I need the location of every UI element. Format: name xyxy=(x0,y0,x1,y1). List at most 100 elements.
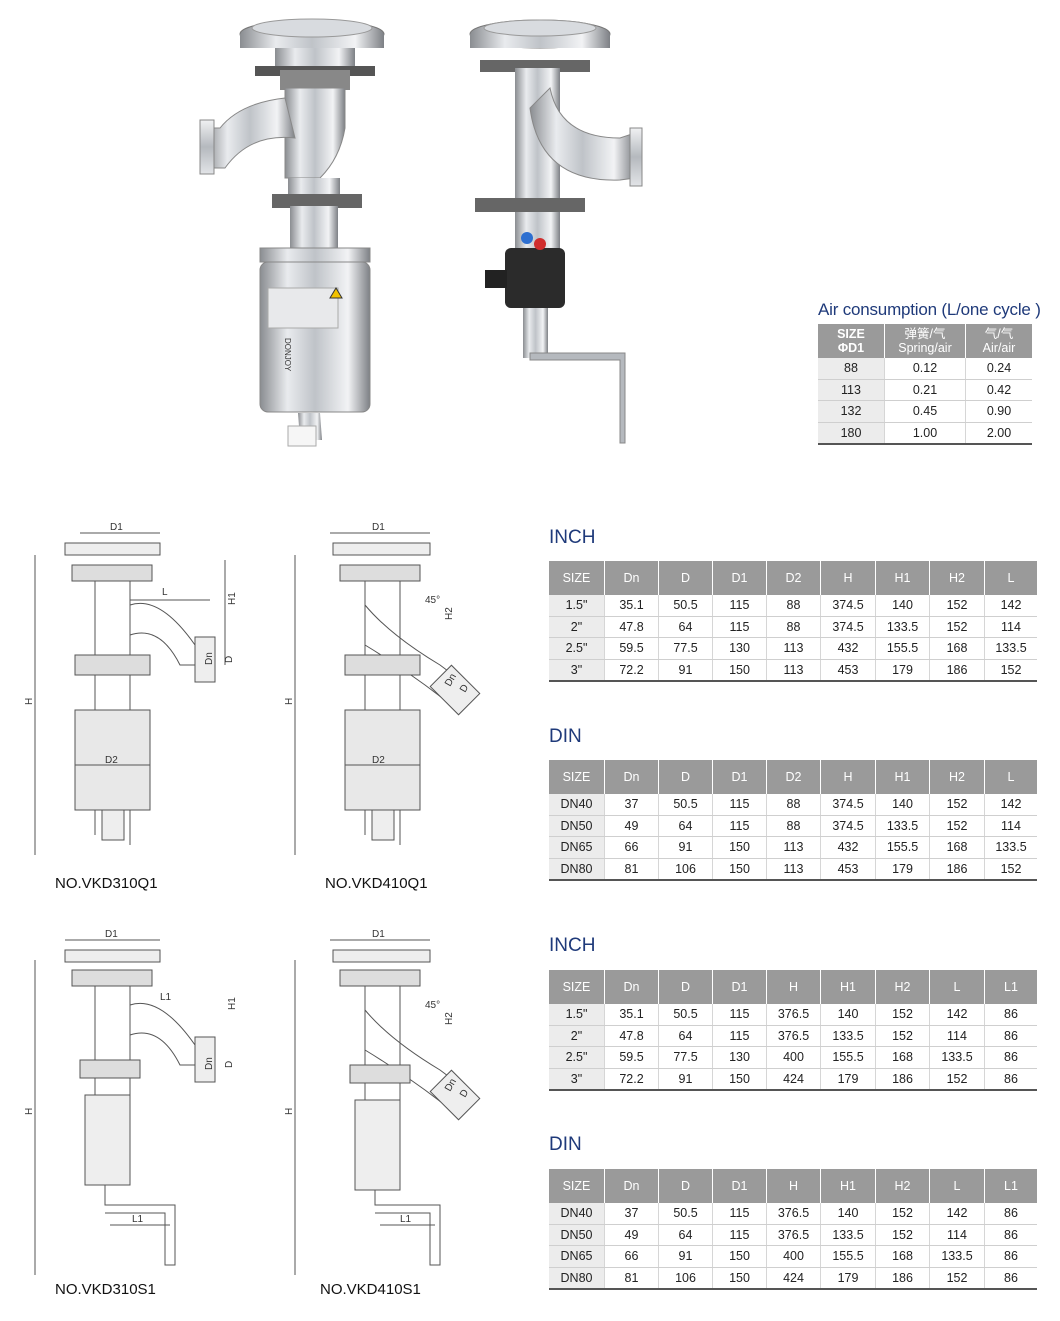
table-cell: 130 xyxy=(712,1046,767,1069)
table-cell: 376.5 xyxy=(766,1203,821,1225)
air-table-cell: 0.24 xyxy=(965,358,1032,380)
table-cell: 152 xyxy=(984,858,1037,881)
table-cell: 72.2 xyxy=(604,659,659,682)
table-cell: 81 xyxy=(604,858,659,881)
table-cell: 152 xyxy=(984,659,1037,682)
table-header-cell: Dn xyxy=(604,760,659,794)
table-cell: 152 xyxy=(875,1224,930,1246)
table-cell: 66 xyxy=(604,1245,659,1268)
table-cell: 424 xyxy=(766,1267,821,1290)
table-header-cell: SIZE xyxy=(549,561,605,595)
table-cell: 35.1 xyxy=(604,595,659,617)
table-cell: 376.5 xyxy=(766,1224,821,1246)
table-cell: 376.5 xyxy=(766,1025,821,1047)
table-cell: 142 xyxy=(929,1203,985,1225)
table-cell: 64 xyxy=(658,1025,713,1047)
table-cell: 168 xyxy=(875,1046,930,1069)
table-header-cell: D1 xyxy=(712,561,767,595)
table-cell: 168 xyxy=(929,637,985,660)
table-cell: 453 xyxy=(820,659,876,682)
table-cell: 152 xyxy=(929,815,985,837)
table-header-cell: D xyxy=(658,760,713,794)
table-cell: 133.5 xyxy=(929,1046,985,1069)
table-header-cell: Dn xyxy=(604,1169,659,1203)
table-cell: 50.5 xyxy=(658,1004,713,1026)
table-cell: 72.2 xyxy=(604,1068,659,1091)
table-cell: DN50 xyxy=(549,815,605,837)
svg-text:H2: H2 xyxy=(444,1012,455,1025)
table-cell: 91 xyxy=(658,659,713,682)
table-cell: 115 xyxy=(712,616,767,638)
svg-text:H: H xyxy=(24,698,35,705)
table-header-cell: H xyxy=(766,1169,821,1203)
air-consumption-title: Air consumption (L/one cycle ) xyxy=(818,300,1041,319)
table-cell: 168 xyxy=(875,1245,930,1268)
table-cell: 140 xyxy=(820,1203,876,1225)
table-cell: 115 xyxy=(712,1025,767,1047)
table-cell: 59.5 xyxy=(604,1046,659,1069)
technical-drawings: D1 L H1 Dn D D2 H D1 45° H2 Dn D D2 xyxy=(24,522,481,1275)
table-cell: 88 xyxy=(766,815,821,837)
svg-text:D2: D2 xyxy=(372,755,385,766)
air-table-cell: 0.45 xyxy=(884,400,966,423)
table-cell: 115 xyxy=(712,794,767,816)
table-cell: 152 xyxy=(929,1068,985,1091)
table-cell: 1.5" xyxy=(549,595,605,617)
table-cell: 133.5 xyxy=(929,1245,985,1268)
air-table-cell: 2.00 xyxy=(965,422,1032,445)
table-cell: 150 xyxy=(712,1245,767,1268)
air-table-cell: 113 xyxy=(818,379,885,401)
table-cell: 115 xyxy=(712,815,767,837)
table-header-cell: SIZE xyxy=(549,1169,605,1203)
table-header-cell: H2 xyxy=(875,1169,930,1203)
table-header-cell: SIZE xyxy=(549,970,605,1004)
table-cell: 50.5 xyxy=(658,595,713,617)
table-cell: 150 xyxy=(712,659,767,682)
table-cell: 35.1 xyxy=(604,1004,659,1026)
drawing-vkd310q1: D1 L H1 Dn D D2 H xyxy=(24,522,238,855)
air-table-cell: 1.00 xyxy=(884,422,966,445)
table-cell: 114 xyxy=(929,1224,985,1246)
table-header-cell: H2 xyxy=(929,561,985,595)
table-cell: 374.5 xyxy=(820,794,876,816)
table-header-cell: D2 xyxy=(766,760,821,794)
svg-text:L1: L1 xyxy=(132,1214,144,1225)
table-cell: 86 xyxy=(984,1224,1037,1246)
table-cell: 168 xyxy=(929,836,985,859)
svg-text:D: D xyxy=(224,656,235,663)
svg-text:45°: 45° xyxy=(425,595,440,606)
table-cell: 50.5 xyxy=(658,794,713,816)
table-cell: 140 xyxy=(875,595,930,617)
caption-vkd410s1: NO.VKD410S1 xyxy=(320,1281,421,1298)
table-cell: 133.5 xyxy=(820,1224,876,1246)
table-cell: 179 xyxy=(820,1068,876,1091)
svg-text:H1: H1 xyxy=(227,997,238,1010)
table-cell: 400 xyxy=(766,1245,821,1268)
table-cell: 150 xyxy=(712,858,767,881)
table-cell: 86 xyxy=(984,1245,1037,1268)
table-cell: 152 xyxy=(875,1203,930,1225)
table-cell: 47.8 xyxy=(604,1025,659,1047)
air-table-cell: 0.90 xyxy=(965,400,1032,423)
table-header-cell: H xyxy=(820,561,876,595)
table-cell: 2" xyxy=(549,616,605,638)
caption-vkd310q1: NO.VKD310Q1 xyxy=(55,875,158,892)
svg-text:L: L xyxy=(162,587,168,598)
table-cell: 140 xyxy=(875,794,930,816)
table-cell: 133.5 xyxy=(875,616,930,638)
air-table-cell: 0.42 xyxy=(965,379,1032,401)
table-cell: 50.5 xyxy=(658,1203,713,1225)
svg-text:H: H xyxy=(284,1108,295,1115)
